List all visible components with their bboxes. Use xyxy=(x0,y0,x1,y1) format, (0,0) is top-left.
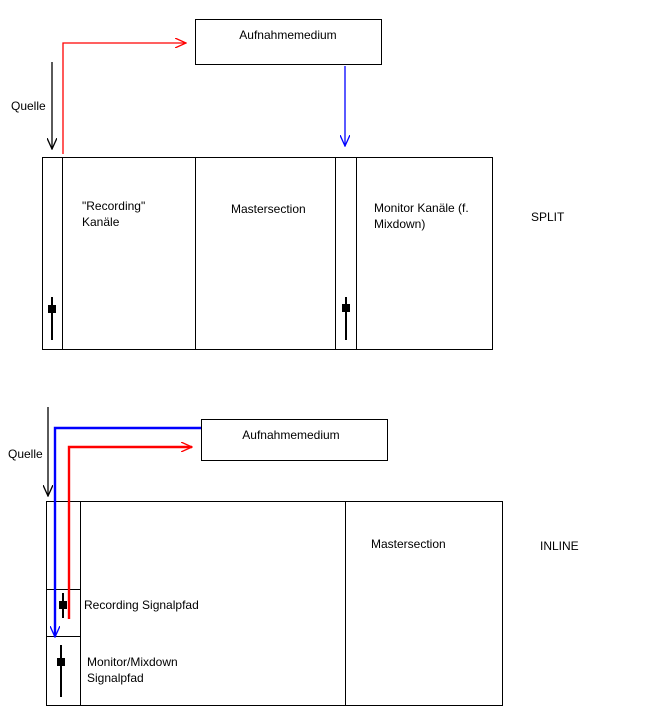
split-recording-fader-icon xyxy=(48,297,56,340)
inline-master-label: Mastersection xyxy=(371,537,446,551)
inline-recording-path-label: Recording Signalpfad xyxy=(84,598,199,612)
inline-diagram xyxy=(47,407,503,706)
split-medium-box xyxy=(195,19,382,65)
split-monitor-fader-icon xyxy=(342,297,350,340)
split-master-label: Mastersection xyxy=(231,202,306,216)
split-diagram xyxy=(42,19,493,350)
inline-mode-label: INLINE xyxy=(540,539,579,553)
split-source-label: Quelle xyxy=(11,99,46,113)
inline-medium-label: Aufnahmemedium xyxy=(242,428,340,442)
inline-source-label: Quelle xyxy=(8,447,43,461)
split-recording-arrow xyxy=(62,43,186,154)
inline-medium-box xyxy=(201,419,388,461)
split-recording-label: "Recording" Kanäle xyxy=(82,199,146,229)
inline-monitor-fader-icon xyxy=(57,645,65,697)
split-medium-label: Aufnahmemedium xyxy=(239,28,337,42)
split-monitor-label: Monitor Kanäle (f. Mixdown) xyxy=(374,201,469,231)
split-mode-label: SPLIT xyxy=(531,210,565,224)
inline-console-outline xyxy=(46,501,503,706)
inline-recording-fader-icon xyxy=(59,593,67,618)
inline-recording-arrow xyxy=(67,447,192,619)
inline-monitor-path-label: Monitor/Mixdown Signalpfad xyxy=(87,655,178,685)
split-console-outline xyxy=(42,157,493,350)
inline-playback-arrow xyxy=(55,426,201,637)
